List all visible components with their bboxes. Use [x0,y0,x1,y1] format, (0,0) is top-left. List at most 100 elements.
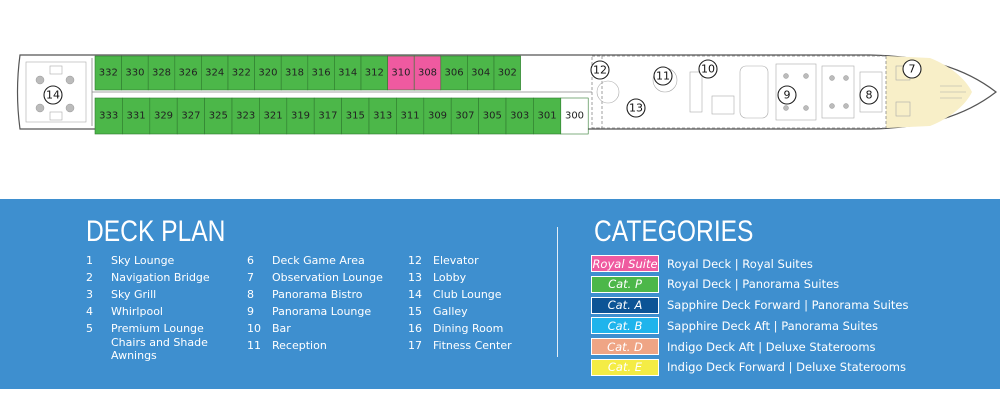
cabin-number: 329 [154,111,173,122]
cabin-319[interactable]: 319 [286,97,315,135]
legend-item-label: Navigation Bridge [111,271,210,284]
cabin-328[interactable]: 328 [147,55,176,91]
cabin-303[interactable]: 303 [505,97,534,135]
cabin-number: 324 [205,68,224,79]
cabin-308[interactable]: 308 [413,55,442,91]
cabin-number: 308 [418,68,437,79]
cabin-number: 312 [365,68,384,79]
cabin-shape [121,55,149,91]
legend-item: 15 Galley [408,305,548,319]
cabin-number: 305 [483,111,502,122]
cabin-shape [201,55,229,91]
legend-item-label: Galley [433,305,468,318]
cabin-320[interactable]: 320 [254,55,282,91]
category-swatch: Cat. E [591,358,659,376]
cabin-number: 303 [510,111,529,122]
cabin-number: 302 [498,68,517,79]
cabin-331[interactable]: 331 [122,97,151,135]
cabin-321[interactable]: 321 [259,97,288,135]
legend-item-number: 4 [86,305,93,318]
legend-item-label: Reception [272,339,327,352]
cabin-shape [286,97,315,135]
cabin-306[interactable]: 306 [440,55,468,91]
cabin-311[interactable]: 311 [396,97,425,135]
cabin-shape [174,55,202,91]
cabin-number: 316 [312,68,331,79]
cabin-shape [560,97,589,135]
cabin-number: 321 [264,111,283,122]
cabin-314[interactable]: 314 [334,55,362,91]
area-markers: 14 12 11 10 13 9 8 7 [43,59,922,118]
cabin-329[interactable]: 329 [149,97,178,135]
cabin-shape [280,55,309,91]
cabin-number: 309 [428,111,447,122]
cabin-shape [505,97,534,135]
cabin-number: 313 [373,111,392,122]
category-swatch: Cat. B [591,317,659,335]
cabin-322[interactable]: 322 [227,55,255,91]
cabin-number: 319 [291,111,310,122]
cabin-302[interactable]: 302 [493,55,521,91]
cabin-304[interactable]: 304 [467,55,495,91]
area-marker-label: 11 [656,70,670,83]
cabin-shape [313,97,342,135]
legend-item-number: 11 [247,339,261,352]
cabin-330[interactable]: 330 [121,55,149,91]
cabin-333[interactable]: 333 [94,97,123,135]
cabin-318[interactable]: 318 [280,55,309,91]
cabin-301[interactable]: 301 [533,97,562,135]
cabin-307[interactable]: 307 [450,97,479,135]
cabin-326[interactable]: 326 [174,55,202,91]
legend-item-number: 6 [247,254,254,267]
cabin-309[interactable]: 309 [423,97,452,135]
category-swatch: Cat. A [591,296,659,314]
cabin-323[interactable]: 323 [231,97,260,135]
legend-item-number: 10 [247,322,261,335]
cabin-300[interactable]: 300 [560,97,589,135]
legend-item-number: 14 [408,288,422,301]
cabin-number: 306 [445,68,464,79]
legend-item-label: Elevator [433,254,479,267]
cabin-310[interactable]: 310 [387,55,415,91]
category-description: Indigo Deck Aft | Deluxe Staterooms [667,339,876,354]
cabin-332[interactable]: 332 [94,55,122,91]
category-description: Royal Deck | Panorama Suites [667,277,840,292]
legend-divider [557,227,558,357]
cabin-number: 307 [455,111,474,122]
area-marker-label: 14 [46,89,60,102]
area-marker-label: 8 [866,89,873,102]
cabin-325[interactable]: 325 [204,97,233,135]
cabin-316[interactable]: 316 [307,55,335,91]
cabin-315[interactable]: 315 [341,97,370,135]
cabin-312[interactable]: 312 [360,55,388,91]
legend-item-number: 15 [408,305,422,318]
legend-item: 11 Reception [247,339,397,353]
cabin-327[interactable]: 327 [176,97,205,135]
cabin-317[interactable]: 317 [313,97,342,135]
legend-item-label: Panorama Lounge [272,305,372,318]
cabin-313[interactable]: 313 [368,97,397,135]
cabin-shape [387,55,415,91]
cabin-324[interactable]: 324 [201,55,229,91]
cabin-number: 315 [346,111,365,122]
cabin-shape [533,97,562,135]
categories-title: CATEGORIES [594,215,754,248]
cabin-305[interactable]: 305 [478,97,507,135]
cabin-shape [176,97,205,135]
category-description: Indigo Deck Forward | Deluxe Staterooms [667,360,906,375]
cabin-number: 327 [181,111,200,122]
